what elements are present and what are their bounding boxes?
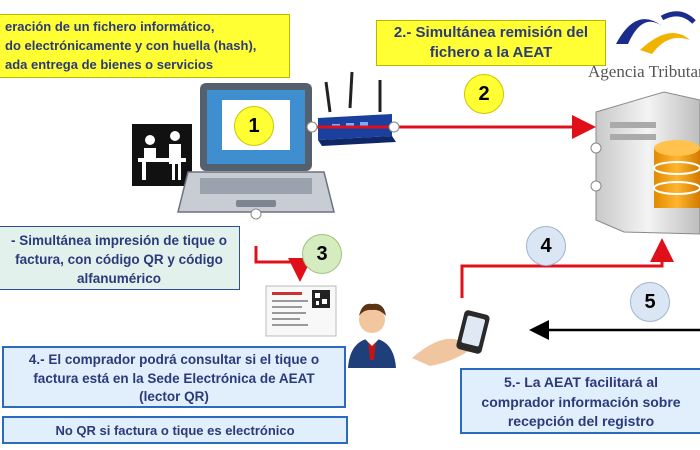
- step5-line: 5.- La AEAT facilitará al: [503, 374, 659, 390]
- step4-line: (lector QR): [139, 389, 209, 404]
- arrow-step2: [250, 115, 602, 220]
- step3-number-badge: 3: [302, 234, 342, 274]
- step5-number-badge: 5: [630, 282, 670, 322]
- step2-line: 2.- Simultánea remisión del: [393, 24, 589, 41]
- agencia-tributaria-logo: [616, 11, 696, 54]
- buyer-person-icon: [348, 303, 396, 368]
- step1-line: eración de un fichero informático,: [5, 19, 215, 34]
- step3-line: factura, con código QR y código: [15, 252, 223, 267]
- shop-counter-icon: [132, 124, 192, 186]
- step4-line: 4.- El comprador podrá consultar si el t…: [28, 352, 320, 367]
- step4-note-box: No QR si factura o tique es electrónico: [2, 416, 348, 444]
- arrow-step3: [254, 246, 312, 282]
- step5-description-box: 5.- La AEAT facilitará al comprador info…: [460, 368, 700, 434]
- step1-description-box: eración de un fichero informático, do el…: [0, 14, 290, 78]
- agencia-tributaria-logo-text: Agencia Tributari: [588, 62, 700, 81]
- step2-description-box: 2.- Simultánea remisión del fichero a la…: [376, 20, 606, 66]
- router-icon: [318, 71, 396, 146]
- step3-line: alfanumérico: [76, 271, 162, 286]
- arrow-step4: [460, 238, 674, 298]
- ticket-icon: [265, 285, 337, 337]
- step4-line: factura está en la Sede Electrónica de A…: [33, 370, 315, 386]
- step1-line: do electrónicamente y con huella (hash),: [5, 38, 257, 53]
- step3-description-box: - Simultánea impresión de tique o factur…: [0, 226, 240, 290]
- step4-note: No QR si factura o tique es electrónico: [55, 423, 295, 438]
- step4-number-badge: 4: [526, 226, 566, 266]
- step1-line: ada entrega de bienes o servicios: [5, 57, 214, 72]
- step5-line: comprador información sobre: [481, 393, 681, 410]
- step2-line: fichero a la AEAT: [429, 44, 553, 61]
- step4-description-box: 4.- El comprador podrá consultar si el t…: [2, 346, 346, 408]
- step2-number-badge: 2: [464, 74, 504, 114]
- database-icon: [653, 140, 700, 208]
- step1-number-badge: 1: [234, 106, 274, 146]
- step3-line: - Simultánea impresión de tique o: [10, 233, 228, 248]
- step5-line: recepción del registro: [507, 413, 655, 429]
- smartphone-hand-icon: [412, 310, 490, 366]
- laptop-icon: [177, 83, 335, 213]
